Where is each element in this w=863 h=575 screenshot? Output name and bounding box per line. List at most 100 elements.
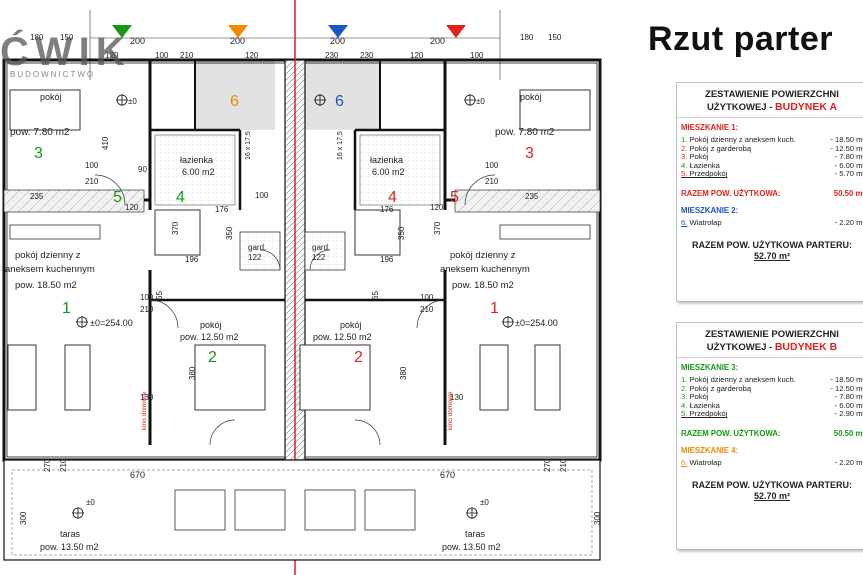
right-gard-dim: 122: [312, 253, 326, 262]
row-value: - 18.50 m²: [830, 135, 863, 144]
right-bedroom-area: pow. 7.80 m2: [495, 127, 555, 138]
bed-small-right: [519, 89, 591, 131]
entrance-marker-red: [446, 25, 466, 38]
row-value: - 12.50 m²: [830, 383, 863, 393]
dim-edge-3: 180: [520, 33, 534, 42]
left-room2-name: pokój: [200, 320, 222, 330]
sofa-right: [479, 344, 509, 411]
dim-small-8: 100: [470, 51, 484, 60]
final-value: 52.70 m²: [753, 490, 791, 501]
row-label: Pokój z garderobą: [689, 383, 752, 393]
dim-bottom-5: 210: [59, 458, 68, 472]
kitchen-right: [499, 224, 591, 240]
right-room2-area: pow. 12.50 m2: [313, 332, 372, 342]
level-top-2: ±0: [476, 97, 485, 106]
building-b-total: RAZEM POW. UŻYTKOWA:50.50 m²: [681, 429, 863, 438]
dim-mid-26: 100: [420, 293, 434, 302]
left-terrace-area: pow. 13.50 m2: [40, 542, 99, 552]
dim-edge-4: 150: [548, 33, 562, 42]
dim-mid-2: 100: [485, 161, 499, 170]
building-a-total: RAZEM POW. UŻYTKOWA:50.50 m²: [681, 189, 863, 198]
row-label: Wiatrołap: [689, 457, 722, 467]
dim-mid-12: 176: [380, 205, 394, 214]
dim-mid-8: 120: [430, 203, 444, 212]
left-terrace-name: taras: [60, 529, 81, 539]
dim-mid-4: 90: [138, 165, 147, 174]
dim-small-2: 100: [155, 51, 169, 60]
dim-bottom-6: 210: [559, 458, 568, 472]
row-number: 1.: [681, 375, 688, 384]
building-a-section1: MIESZKANIE 1:: [681, 123, 739, 132]
level-top-1: ±0: [128, 97, 137, 106]
top-dimension-lines: [89, 10, 501, 80]
right-kino: kino domowe: [447, 391, 454, 430]
row-number: 2.: [681, 383, 688, 393]
final-value: 52.70 m²: [753, 250, 791, 261]
right-gard-name: gard.: [312, 243, 330, 252]
row-number: 4.: [681, 400, 688, 410]
building-b-row: 4. Łazienka - 6.00 m²: [677, 400, 863, 411]
row-number: 5.: [681, 169, 688, 179]
bathtub-left: [154, 209, 201, 256]
right-bedroom-name: pokój: [520, 92, 542, 102]
row-value: - 6.00 m²: [834, 400, 863, 410]
row-value: - 2.20 m²: [834, 217, 863, 227]
row-number: 3.: [681, 392, 688, 402]
terrace-table-left: [174, 489, 226, 531]
bathroom-right: [359, 134, 441, 206]
left-living-area: pow. 18.50 m2: [15, 280, 77, 291]
right-room2-name: pokój: [340, 320, 362, 330]
entrance-marker-blue: [328, 25, 348, 38]
dim-mid-1: 100: [85, 161, 99, 170]
building-b-heading-l2: UŻYTKOWEJ -: [706, 342, 775, 353]
row-label: Pokój dzienny z aneksem kuch.: [689, 135, 796, 144]
left-stairs: 16 x 17,5: [245, 131, 252, 160]
right-living-l1: pokój dzienny z: [450, 250, 516, 261]
dim-edge-2: 150: [60, 33, 74, 42]
dim-bottom-8: 300: [593, 511, 602, 525]
building-a-heading-l1: ZESTAWIENIE POWIERZCHNI: [705, 89, 839, 100]
wall-band-left: [3, 189, 145, 213]
dim-bottom-4: 270: [543, 458, 552, 472]
row-label: Łazienka: [689, 400, 720, 410]
door-swings: [94, 174, 496, 446]
building-a-row: 5. Przedpokój- 5.70 m²: [677, 170, 863, 179]
vestibule-right: [300, 60, 380, 130]
table-left: [64, 344, 91, 411]
entrance-marker-orange: [228, 25, 248, 38]
row-label: Pokój z garderobą: [689, 143, 752, 153]
dim-small-5: 230: [325, 51, 339, 60]
bathroom-left: [154, 134, 236, 206]
building-b-row: 5. Przedpokój- 2.90 m²: [677, 410, 863, 419]
right-living-l2: aneksem kuchennym: [440, 264, 530, 275]
dim-mid-16: 350: [225, 226, 234, 240]
row-label: Pokój dzienny z aneksem kuch.: [689, 375, 796, 384]
building-a-row: 4. Łazienka- 6.00 m²: [677, 160, 863, 171]
dim-small-7: 120: [410, 51, 424, 60]
level-bottom-2: ±0: [480, 498, 489, 507]
dim-small-3: 210: [180, 51, 194, 60]
left-bath-area: 6.00 m2: [182, 167, 215, 177]
row-value: - 12.50 m²: [830, 143, 863, 153]
row-number: 4.: [681, 160, 688, 170]
dim-mid-13: 196: [185, 255, 199, 264]
left-room2-area: pow. 12.50 m2: [180, 332, 239, 342]
marker-left-4: 4: [176, 189, 185, 206]
marker-left-2: 2: [208, 349, 217, 366]
building-b-section1: MIESZKANIE 3:: [681, 363, 739, 372]
row-label: Wiatrołap: [689, 217, 722, 227]
left-living-l1: pokój dzienny z: [15, 250, 81, 261]
building-a-label: BUDYNEK A: [775, 101, 838, 113]
right-level: ±0=254.00: [515, 318, 558, 328]
dim-edge-1: 180: [30, 33, 44, 42]
bed-right: [299, 344, 371, 411]
building-b-row: 6. Wiatrołap- 2.20 m²: [677, 457, 863, 468]
building-a-row: 2. Pokój z garderobą- 12.50 m²: [677, 143, 863, 154]
dim-mid-17: 350: [397, 226, 406, 240]
dim-small-1: 120: [105, 51, 119, 60]
left-kino: kino domowe: [141, 391, 148, 430]
right-stairs: 16 x 17,5: [337, 131, 344, 160]
row-value: - 7.80 m²: [834, 152, 863, 162]
dim-mid-19: 410: [101, 136, 110, 150]
right-living-area: pow. 18.50 m2: [452, 280, 514, 291]
